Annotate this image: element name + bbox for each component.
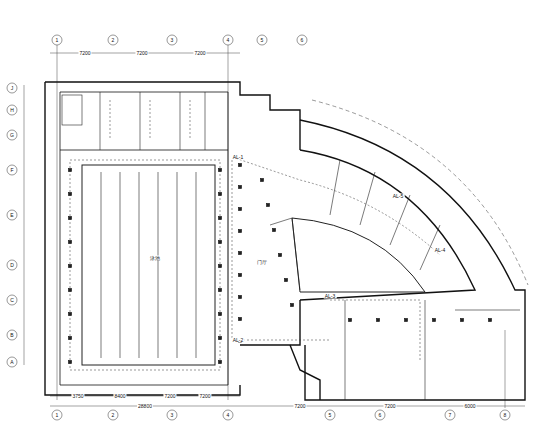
atrium <box>292 218 425 292</box>
fixture-mark <box>219 193 222 196</box>
fixture-mark <box>69 361 72 364</box>
fixture-mark <box>377 319 380 322</box>
wiring <box>70 100 440 370</box>
plan-label: 7200 <box>163 394 176 399</box>
plan-label: 7200 <box>383 404 396 409</box>
fixture-mark <box>239 296 242 299</box>
plan-label: AL-3 <box>324 294 337 299</box>
plan-label: 7200 <box>78 51 91 56</box>
fixture-mark <box>239 186 242 189</box>
axis-number: C <box>9 298 15 303</box>
fixture-mark <box>69 337 72 340</box>
plan-label: 门厅 <box>256 260 268 265</box>
plan-label: 7200 <box>193 51 206 56</box>
plan-label: 7200 <box>135 51 148 56</box>
fixture-mark <box>489 319 492 322</box>
fixture-mark <box>405 319 408 322</box>
plan-label: 7200 <box>198 394 211 399</box>
lane-line <box>196 172 197 358</box>
fixture-mark <box>239 252 242 255</box>
plan-label: 7200 <box>293 404 306 409</box>
axis-number: B <box>9 333 14 338</box>
axis-number: F <box>9 168 14 173</box>
fixture-mark <box>267 204 270 207</box>
fixture-mark <box>219 361 222 364</box>
fixture-mark <box>69 169 72 172</box>
plan-label: AL-2 <box>232 338 245 343</box>
axis-number: 1 <box>55 413 60 418</box>
axis-number: 4 <box>226 38 231 43</box>
dimension-lines <box>24 45 525 408</box>
fixture-mark <box>219 217 222 220</box>
fixture-mark <box>219 265 222 268</box>
axis-number: 1 <box>55 38 60 43</box>
axis-number: 5 <box>260 38 265 43</box>
axis-number: 6 <box>378 413 383 418</box>
fixture-mark <box>239 274 242 277</box>
fixture-mark <box>69 193 72 196</box>
axis-bubbles <box>7 35 510 420</box>
axis-number: 8 <box>503 413 508 418</box>
plan-label: 泳池 <box>149 256 161 261</box>
axis-number: 3 <box>170 413 175 418</box>
partitions <box>62 92 520 400</box>
fixture-mark <box>219 169 222 172</box>
plan-label: 28800 <box>137 404 153 409</box>
axis-number: A <box>9 360 14 365</box>
axis-number: 6 <box>300 38 305 43</box>
axis-number: E <box>9 213 14 218</box>
axis-number: J <box>10 86 15 91</box>
fixture-mark <box>291 304 294 307</box>
fixture-mark <box>273 229 276 232</box>
fixture-mark <box>461 319 464 322</box>
fixture-mark <box>285 279 288 282</box>
axis-number: 2 <box>111 38 116 43</box>
canopy-outline <box>312 100 528 285</box>
fixture-mark <box>261 179 264 182</box>
fixture-mark <box>219 313 222 316</box>
fixture-mark <box>279 254 282 257</box>
plan-label: AL-1 <box>232 155 245 160</box>
plan-label: AL-5 <box>392 194 405 199</box>
axis-number: 4 <box>226 413 231 418</box>
walls <box>45 82 525 400</box>
fixture-mark <box>69 289 72 292</box>
fixture-mark <box>69 217 72 220</box>
stair <box>270 218 300 290</box>
axis-number: 3 <box>170 38 175 43</box>
fixture-mark <box>239 208 242 211</box>
lane-line <box>120 172 121 358</box>
lane-line <box>177 172 178 358</box>
axis-number: G <box>9 133 15 138</box>
plan-label: 6000 <box>463 404 476 409</box>
fixture-mark <box>239 164 242 167</box>
fixture-mark <box>69 241 72 244</box>
fixture-mark <box>219 337 222 340</box>
pool-lanes <box>101 172 196 358</box>
light-fixtures <box>69 164 492 364</box>
lane-line <box>158 172 159 358</box>
axis-number: 5 <box>328 413 333 418</box>
axis-number: D <box>9 263 15 268</box>
fixture-mark <box>349 319 352 322</box>
fixture-mark <box>433 319 436 322</box>
lane-line <box>139 172 140 358</box>
pool-outline <box>82 165 215 365</box>
lane-line <box>101 172 102 358</box>
axis-number: H <box>9 108 15 113</box>
axis-number: 2 <box>111 413 116 418</box>
fixture-mark <box>219 289 222 292</box>
plan-label: AL-4 <box>434 248 447 253</box>
fixture-mark <box>69 265 72 268</box>
fixture-mark <box>239 230 242 233</box>
fixture-mark <box>239 318 242 321</box>
plan-label: 8400 <box>113 394 126 399</box>
fixture-mark <box>219 241 222 244</box>
axis-number: 7 <box>448 413 453 418</box>
plan-label: 3750 <box>71 394 84 399</box>
fixture-mark <box>69 313 72 316</box>
